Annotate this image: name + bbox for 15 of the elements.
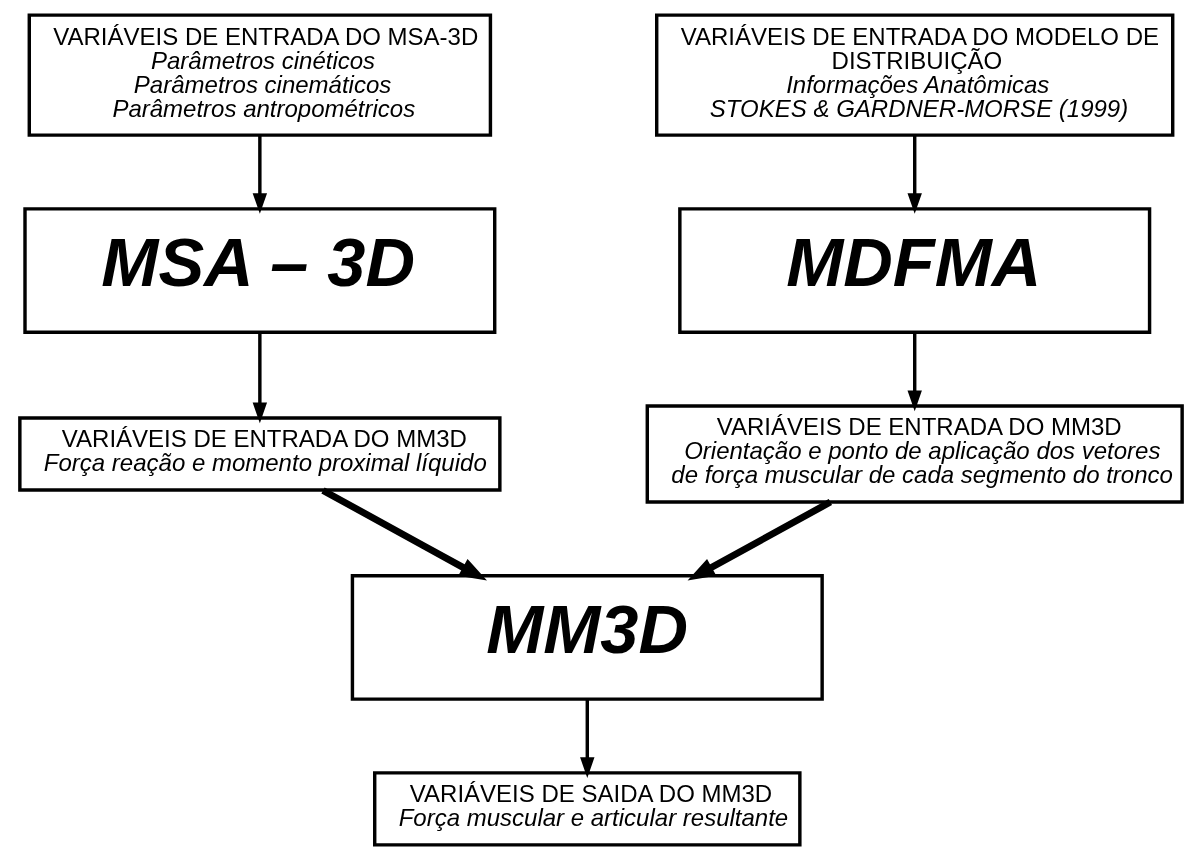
arrow — [579, 699, 594, 778]
arrow — [320, 487, 487, 581]
arrow — [687, 499, 832, 581]
arrow — [252, 332, 267, 424]
arrow — [907, 332, 922, 412]
node-box: VARIÁVEIS DE ENTRADA DO MODELO DE DISTRIBUIÇÃO Informações Anatômicas STOKES & GARDNER-MORSE (1999) — [654, 13, 1174, 137]
node-box: MM3D — [350, 574, 824, 701]
arrow — [252, 135, 267, 214]
node-box: VARIÁVEIS DE ENTRADA DO MM3D Orientação e ponto de aplicação dos vetores de força muscular de cada segmento do tronco — [645, 404, 1184, 504]
node-box: MSA – 3D — [22, 207, 496, 334]
node-box: MDFMA — [677, 207, 1151, 334]
node-box: VARIÁVEIS DE ENTRADA DO MSA-3D Parâmetros cinéticos Parâmetros cinemáticos Parâmetros antropométricos — [27, 13, 492, 137]
node-box: VARIÁVEIS DE ENTRADA DO MM3D Força reação e momento proximal líquido — [17, 416, 502, 492]
node-box: VARIÁVEIS DE SAIDA DO MM3D Força muscular e articular resultante — [372, 771, 802, 847]
arrow — [907, 135, 922, 214]
